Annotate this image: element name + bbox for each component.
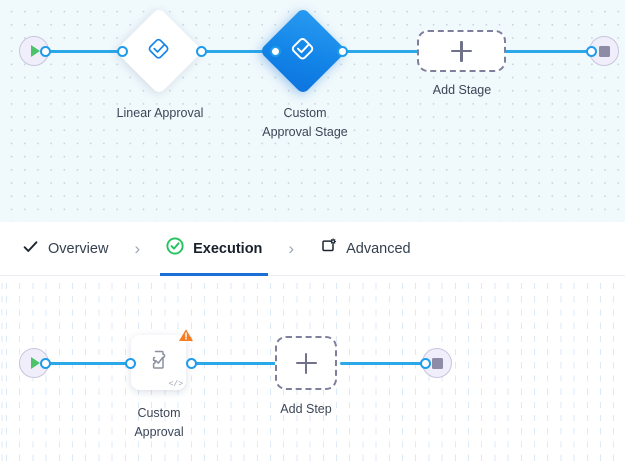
- puzzle-check-icon: [145, 346, 173, 379]
- edge-custom-to-add-step: [190, 362, 280, 365]
- port-custom-stage-in[interactable]: [270, 46, 281, 57]
- tab-separator: ›: [288, 238, 295, 258]
- tab-separator: ›: [134, 238, 141, 258]
- approval-diamond-icon: [145, 35, 173, 68]
- plus-icon: [295, 352, 317, 374]
- port-custom-approval-out[interactable]: [186, 358, 197, 369]
- edge-add-step-to-end: [340, 362, 424, 365]
- check-circle-icon: [166, 237, 184, 260]
- port-linear-approval-out[interactable]: [196, 46, 207, 57]
- edge-custom-to-add: [340, 50, 418, 53]
- warning-triangle-icon[interactable]: [177, 326, 195, 344]
- settings-square-icon: [320, 237, 337, 260]
- add-step-label: Add Step: [280, 402, 332, 416]
- code-snippet-icon: </>: [168, 380, 183, 389]
- stop-icon: [431, 357, 443, 369]
- tab-execution[interactable]: Execution: [160, 222, 269, 276]
- edge-start-to-linear: [42, 50, 120, 53]
- play-icon: [31, 45, 40, 57]
- step-label-custom-approval: Custom Approval: [134, 406, 184, 440]
- tab-execution-label: Execution: [193, 240, 263, 257]
- stop-icon: [598, 45, 610, 57]
- stage-label-custom-approval-stage: Custom Approval Stage: [262, 106, 348, 140]
- edge-linear-to-custom: [200, 50, 274, 53]
- edge-step-start-to-custom: [42, 362, 128, 365]
- step-node-custom-approval[interactable]: </>: [131, 329, 193, 390]
- stage-label-linear-approval: Linear Approval: [116, 106, 204, 120]
- tab-overview[interactable]: Overview: [16, 222, 114, 276]
- step-flow-canvas[interactable]: </> Custom Approval Add Step: [0, 276, 625, 461]
- add-step-button[interactable]: [275, 336, 337, 390]
- port-stage-start-out[interactable]: [40, 46, 51, 57]
- play-icon: [31, 357, 40, 369]
- port-custom-approval-in[interactable]: [125, 358, 136, 369]
- port-step-end-in[interactable]: [420, 358, 431, 369]
- check-icon: [22, 238, 39, 260]
- stage-flow-canvas[interactable]: Linear Approval Custom Approval Stage Ad…: [0, 0, 625, 222]
- stage-start-node[interactable]: [19, 36, 49, 66]
- wizard-tabs: Overview › Execution › Advanced: [0, 222, 625, 276]
- port-custom-stage-out[interactable]: [337, 46, 348, 57]
- stage-node-linear-approval[interactable]: [115, 7, 203, 95]
- port-step-start-out[interactable]: [40, 358, 51, 369]
- stage-node-custom-approval-stage[interactable]: [259, 7, 347, 95]
- tab-overview-label: Overview: [48, 240, 109, 257]
- plus-icon: [451, 40, 472, 62]
- tab-advanced-label: Advanced: [346, 240, 411, 257]
- add-stage-button[interactable]: [417, 30, 506, 72]
- tab-advanced[interactable]: Advanced: [314, 222, 417, 276]
- add-stage-label: Add Stage: [432, 83, 492, 97]
- port-stage-end-in[interactable]: [586, 46, 597, 57]
- port-linear-approval-in[interactable]: [117, 46, 128, 57]
- edge-add-to-end: [505, 50, 589, 53]
- approval-diamond-icon: [288, 34, 318, 69]
